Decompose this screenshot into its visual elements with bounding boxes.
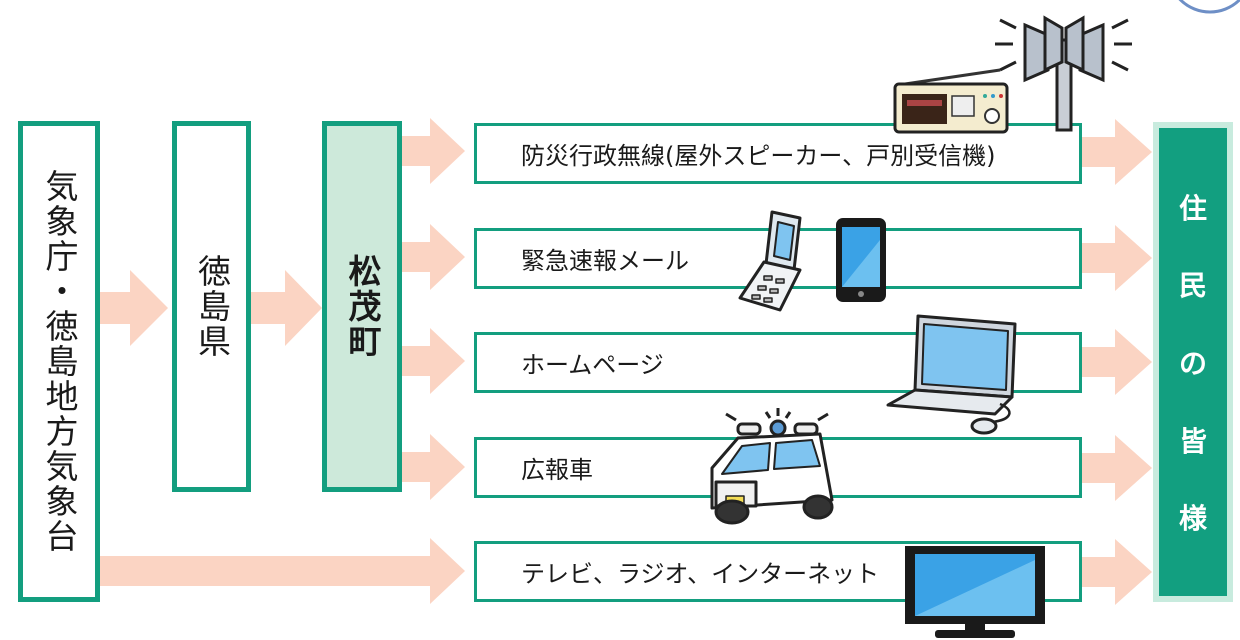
laptop-icon [886, 314, 1017, 435]
channel-label-2: 緊急速報メール [521, 247, 689, 275]
residents-char-5: 様 [1178, 502, 1207, 536]
arrow-town-to-channel-2 [402, 224, 465, 290]
channel-label-5: テレビ、ラジオ、インターネット [521, 560, 880, 588]
arrow-jma-to-channel-5 [100, 538, 465, 604]
arrow-jma-to-prefecture [100, 270, 168, 346]
residents-char-3: の [1178, 346, 1207, 380]
arrow-channel-4-to-residents [1080, 435, 1152, 501]
residents-char-1: 住 [1178, 191, 1207, 225]
arrow-channel-1-to-residents [1080, 119, 1152, 185]
arrow-channel-5-to-residents [1080, 539, 1152, 605]
channel-label-3: ホームページ [521, 351, 664, 379]
prefecture-label: 徳島県 [192, 254, 232, 359]
arrow-channel-2-to-residents [1080, 225, 1152, 291]
residents-box: 住 民 の 皆 様 [1153, 122, 1233, 602]
corner-circle-icon [1178, 0, 1240, 14]
arrow-town-to-channel-4 [402, 434, 465, 500]
arrow-prefecture-to-town [250, 270, 322, 346]
jma-box: 気象庁・徳島地方気象台 [18, 121, 100, 602]
town-label: 松茂町 [343, 254, 382, 359]
prefecture-box: 徳島県 [172, 121, 251, 492]
flip-phone-icon [738, 210, 802, 312]
arrow-town-to-channel-1 [402, 118, 465, 184]
speaker-tower-icon [995, 15, 1132, 132]
jma-label: 気象庁・徳島地方気象台 [40, 169, 79, 554]
radio-receiver-icon [893, 68, 1009, 134]
residents-char-4: 皆 [1178, 424, 1207, 458]
residents-char-2: 民 [1178, 269, 1207, 303]
channel-label-4: 広報車 [521, 456, 593, 484]
tv-icon [905, 546, 1045, 638]
arrow-channel-3-to-residents [1080, 329, 1152, 395]
town-box: 松茂町 [322, 121, 402, 492]
arrow-town-to-channel-3 [402, 328, 465, 394]
channel-box-1: 防災行政無線(屋外スピーカー、戸別受信機) [474, 123, 1082, 184]
smartphone-icon [836, 218, 886, 302]
channel-label-1: 防災行政無線(屋外スピーカー、戸別受信機) [521, 142, 996, 170]
pa-car-icon [710, 408, 834, 525]
